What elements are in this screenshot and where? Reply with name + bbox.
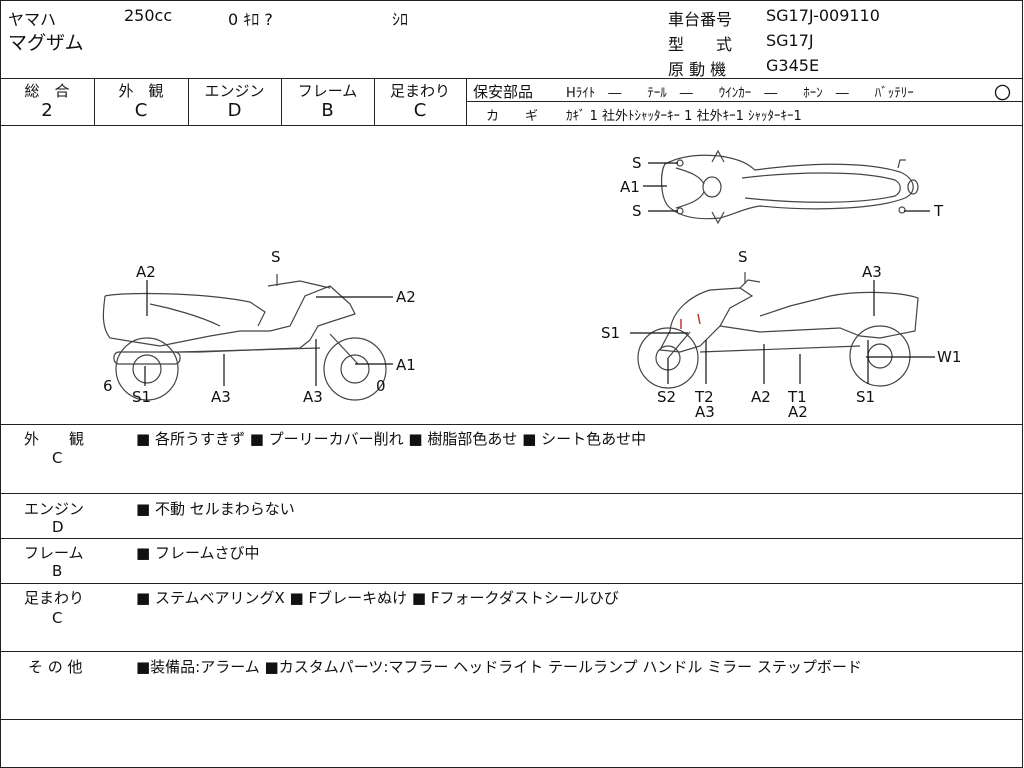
- grade-total-label: 総 合: [24, 82, 70, 100]
- engine-value: G345E: [766, 56, 820, 75]
- diagram-label: A2: [788, 403, 808, 421]
- keys-items: ｶｷﾞ 1 社外ﾄｼｬｯﾀｰｷｰ 1 社外ｷｰ1 ｼｬｯﾀｰｷｰ1: [566, 109, 802, 124]
- diagram-label: A2: [136, 263, 156, 281]
- damage-diagram: S A1 S T A2 S A2 A1 6 S1 A3 A3 0 S A3 S1…: [102, 149, 961, 421]
- grade-suspension-label: 足まわり: [389, 82, 450, 100]
- model-name: マグザム: [8, 32, 84, 54]
- type-label: 型 式: [668, 35, 733, 54]
- chassis-label: 車台番号: [668, 10, 733, 29]
- diagram-label: A3: [862, 263, 882, 281]
- note-engine-label: エンジン: [24, 500, 85, 518]
- diagram-label: S1: [601, 324, 620, 342]
- grade-exterior-value: C: [134, 100, 148, 121]
- grade-exterior-label: 外 観: [118, 82, 164, 100]
- diagram-label: S: [271, 248, 281, 266]
- diagram-label: 6: [103, 377, 113, 395]
- scooter-right-view: [637, 272, 919, 389]
- diagram-label: T: [933, 202, 944, 220]
- diagram-label: A3: [211, 388, 231, 406]
- mileage: 0 ｷﾛ ?: [228, 10, 273, 29]
- grade-total-value: 2: [41, 100, 53, 121]
- diagram-label: T2: [694, 388, 714, 406]
- type-value: SG17J: [766, 31, 814, 50]
- diagram-label: S1: [132, 388, 151, 406]
- diagram-label: 0: [376, 377, 386, 395]
- scooter-top-view: [661, 149, 919, 225]
- diagram-label: S: [632, 154, 642, 172]
- note-engine-grade: D: [52, 518, 64, 536]
- diagram-label: T1: [787, 388, 807, 406]
- engine-label: 原 動 機: [668, 60, 727, 79]
- diagram-label: A3: [303, 388, 323, 406]
- maker-name: ヤマハ: [8, 10, 57, 29]
- grade-engine-value: D: [227, 100, 242, 121]
- grade-frame-label: フレーム: [297, 82, 358, 100]
- diagram-label: A1: [620, 178, 640, 196]
- diagram-label: W1: [937, 348, 961, 366]
- note-exterior-text: ■ 各所うすきず ■ プーリーカバー削れ ■ 樹脂部色あせ ■ シート色あせ中: [136, 430, 647, 448]
- chassis-number: SG17J-009110: [766, 6, 880, 25]
- note-suspension-grade: C: [52, 609, 63, 627]
- displacement: 250cc: [124, 6, 173, 25]
- note-suspension-label: 足まわり: [24, 589, 85, 607]
- diagram-label: S: [738, 248, 748, 266]
- note-suspension-text: ■ ステムベアリングX ■ Fブレーキぬけ ■ Fフォークダストシールひび: [136, 589, 619, 607]
- grade-engine-label: エンジン: [204, 82, 265, 100]
- scooter-left-view: [102, 274, 387, 401]
- diagram-label: A3: [695, 403, 715, 421]
- diagram-label: A2: [751, 388, 771, 406]
- color: ｼﾛ: [392, 10, 409, 29]
- note-exterior-grade: C: [52, 449, 63, 467]
- grade-frame-value: B: [321, 100, 334, 121]
- note-engine-text: ■ 不動 セルまわらない: [136, 500, 295, 518]
- note-frame-text: ■ フレームさび中: [136, 544, 260, 562]
- note-other-label: そ の 他: [28, 658, 83, 676]
- diagram-label: S: [632, 202, 642, 220]
- safety-parts-items: Hﾗｲﾄ ― ﾃｰﾙ ― ｳｲﾝｶｰ ― ﾎｰﾝ ― ﾊﾞｯﾃﾘｰ: [566, 86, 914, 101]
- keys-label: カ ギ: [486, 109, 539, 124]
- grade-suspension-value: C: [413, 100, 427, 121]
- note-frame-grade: B: [52, 562, 63, 580]
- note-other-text: ■装備品:アラーム ■カスタムパーツ:マフラー ヘッドライト テールランプ ハン…: [136, 658, 862, 676]
- safety-parts-title: 保安部品: [473, 83, 534, 101]
- battery-status-mark: 〇: [994, 84, 1011, 104]
- diagram-label: A1: [396, 356, 416, 374]
- note-frame-label: フレーム: [24, 544, 84, 562]
- diagram-label: S1: [856, 388, 875, 406]
- note-exterior-label: 外 観: [24, 430, 85, 448]
- diagram-label: A2: [396, 288, 416, 306]
- diagram-label: S2: [657, 388, 676, 406]
